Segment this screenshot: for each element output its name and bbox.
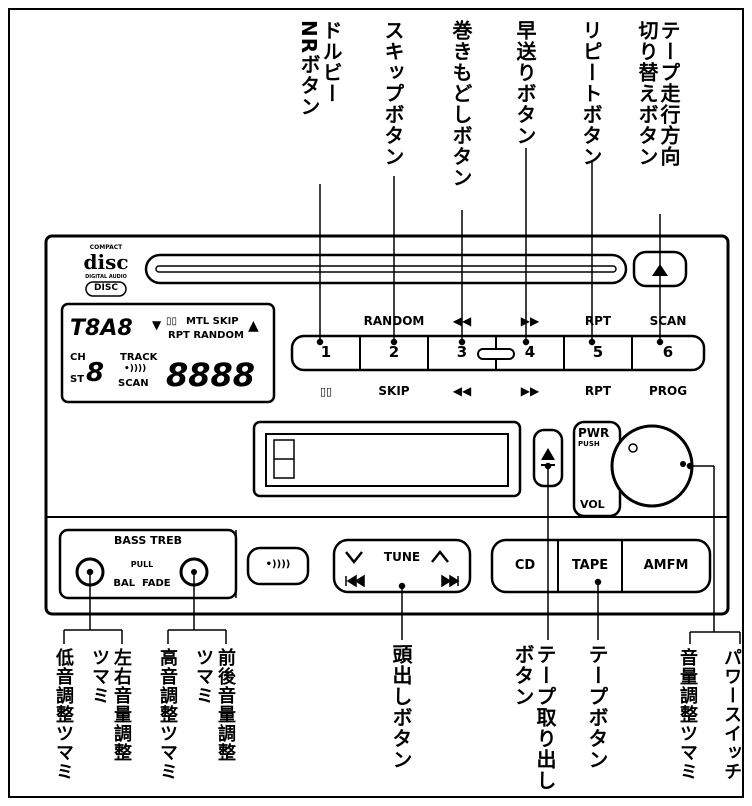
tune-label: TUNE <box>383 550 421 564</box>
preset-2-top-label: RANDOM <box>363 314 425 328</box>
seek-back-icon <box>345 574 365 588</box>
preset-2-button[interactable]: 2 <box>388 343 400 361</box>
callout-balance: 左右音量調整 ツマミ <box>89 648 132 762</box>
tune-up-icon <box>431 549 449 563</box>
source-button-group <box>490 538 712 594</box>
lcd-top-digits: T8A8 <box>70 316 133 341</box>
dolby-indicator-icon: ▯▯ <box>166 316 178 327</box>
preset-5-button[interactable]: 5 <box>592 343 604 361</box>
lcd-st: ST <box>70 374 85 385</box>
callout-ffwd: 早送りボタン <box>513 20 537 146</box>
preset-4-button[interactable]: 4 <box>524 343 536 361</box>
callout-rewind: 巻きもどしボタン <box>449 20 473 188</box>
callout-dolby-nr: ドルビー NRボタン <box>297 20 343 118</box>
amfm-button[interactable]: AMFM <box>643 558 689 573</box>
pull-label: PULL <box>130 560 154 569</box>
preset-3-bottom-label: ◀◀ <box>452 384 472 398</box>
callout-tape-button: テープボタン <box>585 644 609 770</box>
lcd-mtl-skip: MTL SKIP <box>186 316 239 327</box>
callout-volume: 音量調整ツマミ <box>677 648 698 781</box>
lcd-scan: SCAN <box>118 378 149 389</box>
cd-logo-badge-frame <box>85 281 127 297</box>
callout-eject: テープ取り出し ボタン <box>511 644 557 791</box>
callout-power: パワースイッチ <box>721 648 742 781</box>
tape-eject-icon <box>541 448 555 460</box>
cd-logo-digital-audio: DIGITAL AUDIO <box>85 274 127 280</box>
preset-5-bottom-label: RPT <box>584 384 612 398</box>
cd-logo-compact: COMPACT <box>89 244 123 251</box>
preset-3-button[interactable]: 3 <box>456 343 468 361</box>
cd-logo-disc: disc <box>83 250 129 274</box>
preset-1-button[interactable]: 1 <box>320 343 332 361</box>
lcd-ch: CH <box>70 352 86 363</box>
preset-4-top-label: ▶▶ <box>520 314 540 328</box>
preset-4-bottom-label: ▶▶ <box>520 384 540 398</box>
seek-forward-icon <box>441 574 460 588</box>
lcd-st-digit: 8 <box>86 358 105 388</box>
vol-label: VOL <box>580 498 605 511</box>
callout-bass: 低音調整ツマミ <box>53 648 74 781</box>
cd-logo-badge: DISC <box>94 283 118 293</box>
lcd-display <box>60 302 276 404</box>
cd-button[interactable]: CD <box>514 558 536 573</box>
callout-seek: 頭出しボタン <box>389 644 413 770</box>
lcd-broadcast-icon: •)))) <box>124 364 147 374</box>
cassette-window <box>265 433 509 487</box>
lcd-arrow-icon: ▼ <box>152 318 162 332</box>
lcd-tape-direction-icon: ▲ <box>248 318 259 334</box>
preset-dividers <box>359 336 633 370</box>
preset-6-top-label: SCAN <box>649 314 687 328</box>
diagram-frame <box>8 8 744 798</box>
cassette-slot <box>252 420 522 498</box>
direction-toggle-bar <box>477 348 515 360</box>
preset-button-row <box>290 334 706 372</box>
preset-5-top-label: RPT <box>584 314 612 328</box>
callout-repeat: リピートボタン <box>579 20 603 167</box>
pwr-label: PWR <box>578 426 610 440</box>
lcd-main-digits: 8888 <box>166 356 256 394</box>
push-label: PUSH <box>578 440 600 448</box>
faceplate <box>44 234 730 616</box>
tape-button[interactable]: TAPE <box>571 558 609 573</box>
bottom-leader-lines <box>63 462 741 644</box>
top-leader-lines <box>316 148 664 346</box>
volume-knob[interactable] <box>610 424 694 508</box>
bal-fade-label: BAL FADE <box>113 578 171 589</box>
lcd-track: TRACK <box>120 352 158 363</box>
callout-fader: 前後音量調整 ツマミ <box>193 648 236 762</box>
preset-3-top-label: ◀◀ <box>452 314 472 328</box>
dolby-symbol-icon: ▯▯ <box>319 385 333 398</box>
preset-6-bottom-label: PROG <box>648 384 688 398</box>
callout-treble: 高音調整ツマミ <box>157 648 178 781</box>
tune-down-icon <box>345 551 363 565</box>
cd-slot-inner <box>155 265 617 273</box>
bass-treb-label: BASS TREB <box>114 534 182 547</box>
preset-2-bottom-label: SKIP <box>378 384 410 398</box>
cd-slot <box>144 253 628 285</box>
dolby-button[interactable] <box>246 546 310 586</box>
callout-direction: テープ走行方向 切り替えボタン <box>635 20 681 167</box>
lcd-rpt-random: RPT RANDOM <box>168 330 244 341</box>
preset-6-button[interactable]: 6 <box>662 343 674 361</box>
dolby-broadcast-icon: •)))) <box>265 559 291 570</box>
callout-skip: スキップボタン <box>381 20 405 167</box>
